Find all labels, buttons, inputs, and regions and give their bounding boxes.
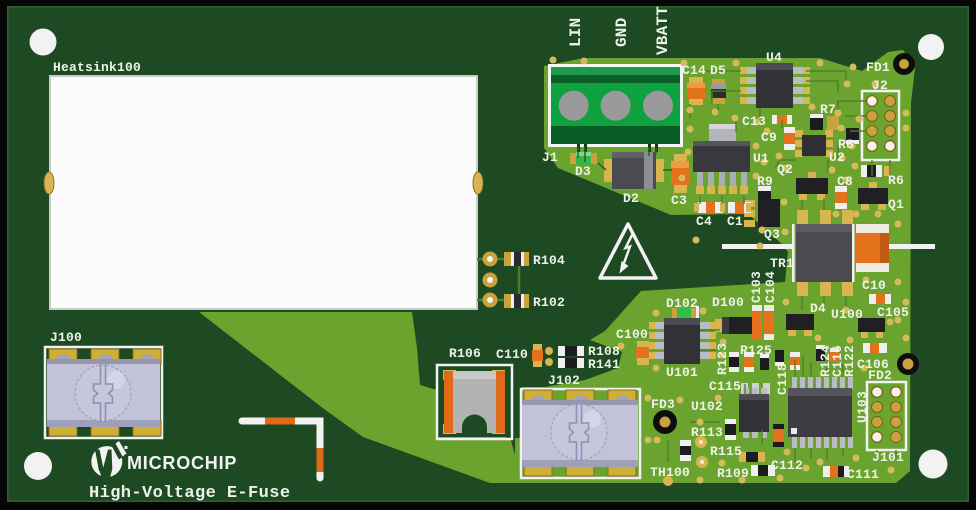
svg-text:U4: U4 [766,50,782,65]
svg-text:R115: R115 [710,444,742,459]
svg-text:J101: J101 [872,450,904,465]
svg-text:TH100: TH100 [650,465,690,480]
svg-text:U101: U101 [666,365,698,380]
svg-text:C111: C111 [847,467,879,482]
svg-text:LIN: LIN [567,18,585,47]
svg-text:R6: R6 [888,173,904,188]
svg-text:MICROCHIP: MICROCHIP [127,453,237,473]
svg-text:FD1: FD1 [866,60,890,75]
svg-text:U103: U103 [855,391,870,423]
svg-text:U100: U100 [831,307,863,322]
svg-text:C110: C110 [496,347,528,362]
svg-text:J102: J102 [548,373,580,388]
svg-text:R7: R7 [820,102,836,117]
svg-text:TR1: TR1 [770,256,794,271]
svg-text:Q2: Q2 [777,162,793,177]
svg-text:C3: C3 [671,193,687,208]
svg-text:J2: J2 [872,78,888,93]
svg-text:R109: R109 [717,466,749,481]
svg-text:C100: C100 [616,327,648,342]
svg-text:R141: R141 [588,357,620,372]
svg-text:D3: D3 [575,164,591,179]
svg-text:C103: C103 [749,271,764,303]
svg-text:C116: C116 [830,345,845,377]
svg-text:R122: R122 [842,345,857,377]
svg-text:R102: R102 [533,295,565,310]
svg-text:Heatsink100: Heatsink100 [53,60,141,75]
svg-text:J1: J1 [542,150,558,165]
svg-text:C115: C115 [709,379,741,394]
svg-text:R123: R123 [715,343,730,375]
svg-text:R124: R124 [818,345,833,377]
svg-text:D102: D102 [666,296,698,311]
svg-text:D4: D4 [810,301,826,316]
svg-text:R125: R125 [740,343,772,358]
svg-text:FD2: FD2 [868,368,892,383]
svg-text:D5: D5 [710,63,726,78]
svg-text:C118: C118 [775,363,790,395]
svg-text:R108: R108 [588,344,620,359]
svg-text:U2: U2 [829,150,845,165]
svg-text:U1: U1 [753,151,769,166]
svg-text:FD3: FD3 [651,397,675,412]
svg-text:J100: J100 [50,330,82,345]
svg-text:C8: C8 [837,174,853,189]
svg-text:C1: C1 [727,214,743,229]
svg-text:C105: C105 [877,305,909,320]
svg-text:D100: D100 [712,295,744,310]
svg-text:R9: R9 [757,174,773,189]
svg-text:C4: C4 [696,214,712,229]
svg-text:C9: C9 [761,130,777,145]
svg-text:C14: C14 [682,63,706,78]
svg-text:U102: U102 [691,399,723,414]
svg-text:C106: C106 [857,357,889,372]
svg-text:R104: R104 [533,253,565,268]
svg-text:High-Voltage E-Fuse: High-Voltage E-Fuse [89,484,290,503]
svg-text:Q1: Q1 [888,197,904,212]
svg-text:Q3: Q3 [764,227,780,242]
svg-text:R106: R106 [449,346,481,361]
svg-text:R8: R8 [838,137,854,152]
svg-text:R113: R113 [691,425,723,440]
svg-text:C104: C104 [763,271,778,303]
svg-text:C13: C13 [742,114,766,129]
svg-text:C10: C10 [862,278,886,293]
svg-text:GND: GND [613,18,631,47]
svg-text:VBATT: VBATT [654,6,672,55]
svg-text:D2: D2 [623,191,639,206]
svg-text:C112: C112 [771,458,803,473]
